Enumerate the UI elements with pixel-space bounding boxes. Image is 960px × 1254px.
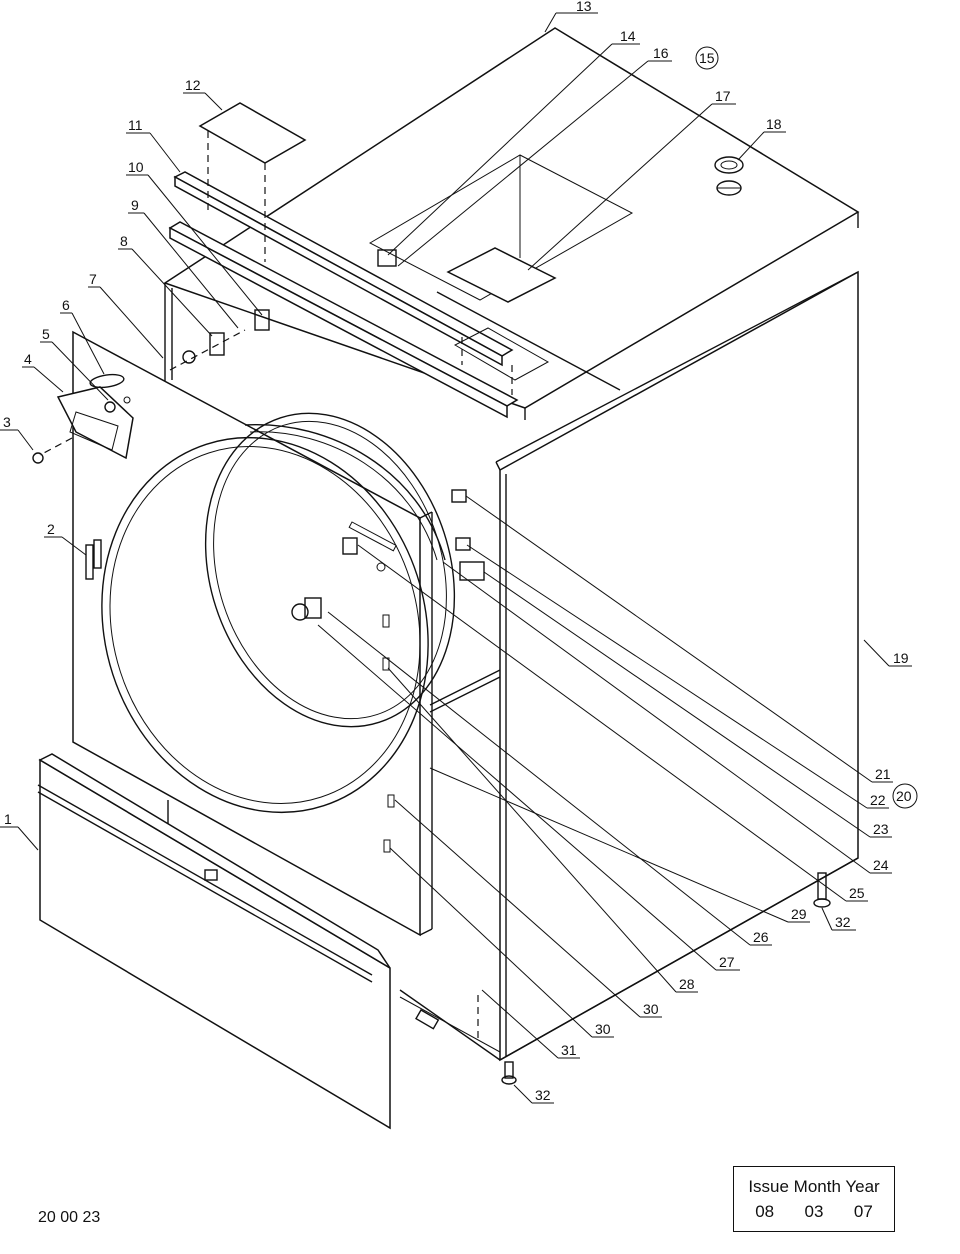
document-number: 20 00 23	[38, 1209, 101, 1226]
part-label-31: 31	[561, 1042, 577, 1058]
top-brackets	[168, 102, 550, 419]
part-label-30-lower: 30	[595, 1021, 611, 1037]
issue-block-values: 08 03 07	[734, 1202, 894, 1222]
part-label-18: 18	[766, 116, 782, 132]
part-label-13: 13	[576, 0, 592, 14]
part-label-1: 1	[4, 811, 12, 827]
part-label-6: 6	[62, 297, 70, 313]
part-label-2: 2	[47, 521, 55, 537]
issue-month: 03	[804, 1202, 824, 1221]
issue-number: 08	[755, 1202, 775, 1221]
part-label-19: 19	[893, 650, 909, 666]
part-label-11: 11	[128, 117, 143, 133]
part-label-16: 16	[653, 45, 669, 61]
part-label-15: 15	[699, 50, 715, 66]
part-label-12: 12	[185, 77, 201, 93]
issue-year: 07	[853, 1202, 873, 1221]
part-label-30-upper: 30	[643, 1001, 659, 1017]
part-label-7: 7	[89, 271, 97, 287]
part-label-9: 9	[131, 197, 139, 213]
part-label-4: 4	[24, 351, 32, 367]
part-label-26: 26	[753, 929, 769, 945]
part-label-28: 28	[679, 976, 695, 992]
part-label-3: 3	[3, 414, 11, 430]
part-label-10: 10	[128, 159, 144, 175]
part-label-5: 5	[42, 326, 50, 342]
feet	[501, 872, 831, 1085]
kick-plate	[37, 753, 391, 1130]
part-label-32-left: 32	[535, 1087, 551, 1103]
part-label-24: 24	[873, 857, 889, 873]
issue-block-header: Issue Month Year	[748, 1177, 880, 1196]
small-parts	[415, 489, 485, 1040]
control-box	[32, 373, 134, 464]
part-label-25: 25	[849, 885, 865, 901]
circled-label-15-ring	[695, 46, 719, 70]
front-panel	[72, 330, 456, 937]
part-label-22: 22	[870, 792, 886, 808]
issue-block: Issue Month Year 08 03 07	[733, 1166, 895, 1232]
part-label-20: 20	[896, 788, 912, 804]
part-label-32-right: 32	[835, 914, 851, 930]
grommet	[714, 156, 744, 196]
circled-label-20-ring	[892, 783, 918, 809]
part-label-17: 17	[715, 88, 731, 104]
leader-lines	[0, 12, 912, 1104]
part-label-14: 14	[620, 28, 636, 44]
part-label-27: 27	[719, 954, 735, 970]
part-label-8: 8	[120, 233, 128, 249]
part-label-21: 21	[875, 766, 891, 782]
part-label-23: 23	[873, 821, 889, 837]
part-number-labels: 13 14 16 15 17 18 12 11 10 9 8 7 6 5 4 3…	[3, 0, 918, 1103]
part-label-29: 29	[791, 906, 807, 922]
